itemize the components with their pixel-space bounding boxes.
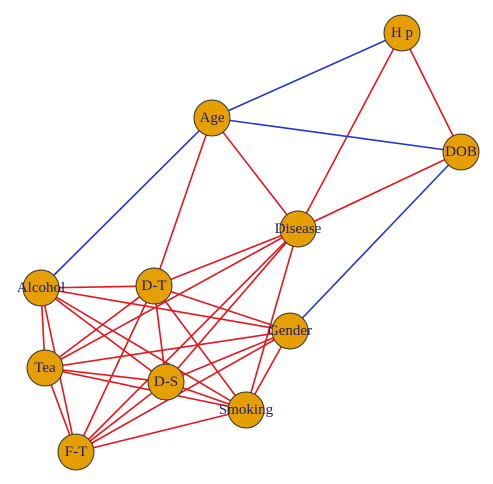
node-circle-dt	[135, 267, 173, 305]
edge-alcohol-smoking	[40, 287, 247, 411]
edge-dob-gender	[289, 151, 462, 332]
node-label-disease: Disease	[275, 221, 322, 237]
edge-gender-ds	[165, 330, 291, 383]
edge-gender-ft	[75, 330, 291, 453]
node-label-tea: Tea	[34, 360, 56, 376]
edge-disease-smoking	[245, 228, 299, 411]
edge-dt-tea	[44, 285, 155, 369]
node-ds[interactable]: D-S	[147, 363, 185, 401]
edge-disease-ds	[165, 228, 299, 383]
node-alcohol[interactable]: Alcohol	[17, 269, 65, 307]
node-hp[interactable]: H p	[383, 14, 421, 52]
node-label-ds: D-S	[154, 374, 178, 390]
node-circle-disease	[279, 210, 317, 248]
node-dt[interactable]: D-T	[135, 267, 173, 305]
node-gender[interactable]: Gender	[268, 312, 312, 350]
node-disease[interactable]: Disease	[275, 210, 322, 248]
edge-tea-ds	[44, 367, 167, 383]
node-label-alcohol: Alcohol	[17, 280, 65, 296]
edge-ds-ft	[75, 381, 167, 453]
edge-age-dob	[211, 117, 462, 153]
node-label-hp: H p	[391, 25, 413, 41]
edge-age-disease	[211, 117, 299, 230]
edge-age-alcohol	[40, 117, 213, 289]
node-age[interactable]: Age	[193, 99, 231, 137]
edge-alcohol-ds	[40, 287, 167, 383]
edge-hp-disease	[297, 32, 403, 230]
edge-disease-ft	[75, 228, 299, 453]
node-smoking[interactable]: Smoking	[219, 391, 274, 429]
node-circle-alcohol	[22, 269, 60, 307]
node-ft[interactable]: F-T	[57, 433, 95, 471]
edge-age-dt	[153, 117, 213, 287]
edge-dob-disease	[297, 151, 462, 230]
node-label-dt: D-T	[142, 278, 167, 294]
node-circle-tea	[26, 349, 64, 387]
edge-dt-gender	[153, 285, 291, 332]
node-circle-smoking	[227, 391, 265, 429]
node-circle-dob	[442, 133, 480, 171]
node-circle-ds	[147, 363, 185, 401]
node-circle-gender	[271, 312, 309, 350]
node-label-age: Age	[200, 110, 225, 126]
node-tea[interactable]: Tea	[26, 349, 64, 387]
node-circle-hp	[383, 14, 421, 52]
node-label-smoking: Smoking	[219, 402, 274, 418]
edge-smoking-ft	[75, 409, 247, 453]
edges-layer	[40, 32, 462, 453]
edge-disease-dt	[153, 228, 299, 287]
edge-tea-smoking	[44, 367, 247, 411]
edge-hp-dob	[401, 32, 462, 153]
node-dob[interactable]: DOB	[442, 133, 480, 171]
edge-alcohol-gender	[40, 287, 291, 332]
node-label-gender: Gender	[268, 323, 312, 339]
edge-disease-tea	[44, 228, 299, 369]
node-circle-ft	[57, 433, 95, 471]
edge-alcohol-dt	[40, 285, 155, 289]
node-label-dob: DOB	[445, 144, 477, 160]
node-circle-age	[193, 99, 231, 137]
node-label-ft: F-T	[65, 444, 88, 460]
edge-hp-age	[211, 32, 403, 119]
edge-gender-tea	[44, 330, 291, 369]
edge-dt-ft	[75, 285, 155, 453]
edge-dt-smoking	[153, 285, 247, 411]
